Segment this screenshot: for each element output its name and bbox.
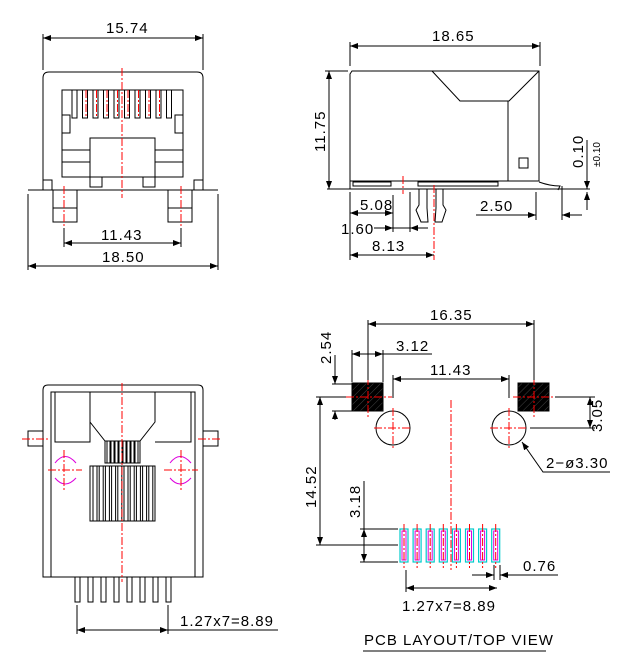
dim-pad-width: 3.12 [396, 338, 429, 355]
pin [165, 576, 172, 603]
pcb-layout: 16.35 3.12 11.43 2.54 3.05 2−ø3.30 14.52… [303, 307, 610, 652]
dim-pad-span: 16.35 [430, 307, 473, 324]
contact-slot [129, 465, 135, 522]
contact-slot [92, 465, 98, 522]
contact-slot [106, 440, 111, 464]
dim-front-width: 15.74 [106, 20, 149, 37]
contact-slot [117, 465, 123, 522]
contact-slot [71, 89, 78, 119]
contact-slot [118, 440, 123, 464]
pin [100, 576, 107, 603]
dim-side-height: 11.75 [312, 111, 329, 152]
dim-row-depth: 3.18 [347, 485, 364, 518]
contact-slot [114, 440, 119, 464]
contact-slot [134, 440, 139, 464]
contact-slot [135, 465, 141, 522]
dim-flange-width: 18.50 [102, 249, 145, 266]
pin [113, 576, 120, 603]
contact-slot [110, 440, 115, 464]
contact-slot [122, 440, 127, 464]
dim-pin-width: 0.76 [523, 558, 556, 575]
contact-slot [92, 89, 99, 119]
pin [87, 576, 94, 603]
contact-slot [130, 440, 135, 464]
dim-side-d: 2.50 [480, 198, 513, 215]
dim-overall: 14.52 [303, 465, 320, 508]
dim-pcb-pin-span: 1.27x7=8.89 [402, 598, 496, 615]
contact-slot [82, 89, 88, 119]
contact-slot [111, 465, 117, 522]
contact-slot [124, 89, 130, 119]
dim-hole-pitch: 11.43 [430, 362, 471, 379]
dim-side-c: 8.13 [372, 238, 405, 255]
dim-rear-pin-span: 1.27x7=8.89 [180, 613, 274, 630]
dim-hole-diameter: 2−ø3.30 [546, 455, 608, 472]
contact-slot [145, 89, 151, 119]
dim-side-length: 18.65 [432, 28, 475, 45]
contact-slot [104, 465, 110, 522]
contact-slot [166, 89, 172, 119]
contact-slot [142, 465, 148, 522]
contact-slot [155, 89, 162, 119]
contact-slot [113, 89, 120, 119]
dim-side-b: 1.60 [341, 221, 374, 238]
dim-standoff: 0.10 [570, 135, 587, 168]
contact-slot [98, 465, 104, 522]
dim-pad-offset: 2.54 [318, 331, 335, 364]
contact-slot [103, 89, 109, 119]
side-view: 18.65 11.75 0.10 ±0.10 5.08 1.60 8.13 2.… [312, 28, 603, 260]
front-view: 15.74 11.43 18.50 [27, 20, 219, 270]
dim-side-a: 5.08 [360, 197, 393, 214]
pin [152, 576, 159, 603]
dim-standoff-tolerance: ±0.10 [592, 142, 603, 167]
contact-slot [134, 89, 141, 119]
contact-slot [148, 465, 154, 522]
contact-slot [126, 440, 131, 464]
rear-view: 1.27x7=8.89 [22, 383, 278, 634]
pcb-layout-title: PCB LAYOUT/TOP VIEW [364, 632, 554, 649]
pin [126, 576, 133, 603]
contact-slot [123, 465, 129, 522]
dim-hole-offset: 3.05 [589, 399, 606, 432]
dim-leg-pitch: 11.43 [101, 227, 142, 244]
pin [74, 576, 81, 603]
pin [139, 576, 146, 603]
